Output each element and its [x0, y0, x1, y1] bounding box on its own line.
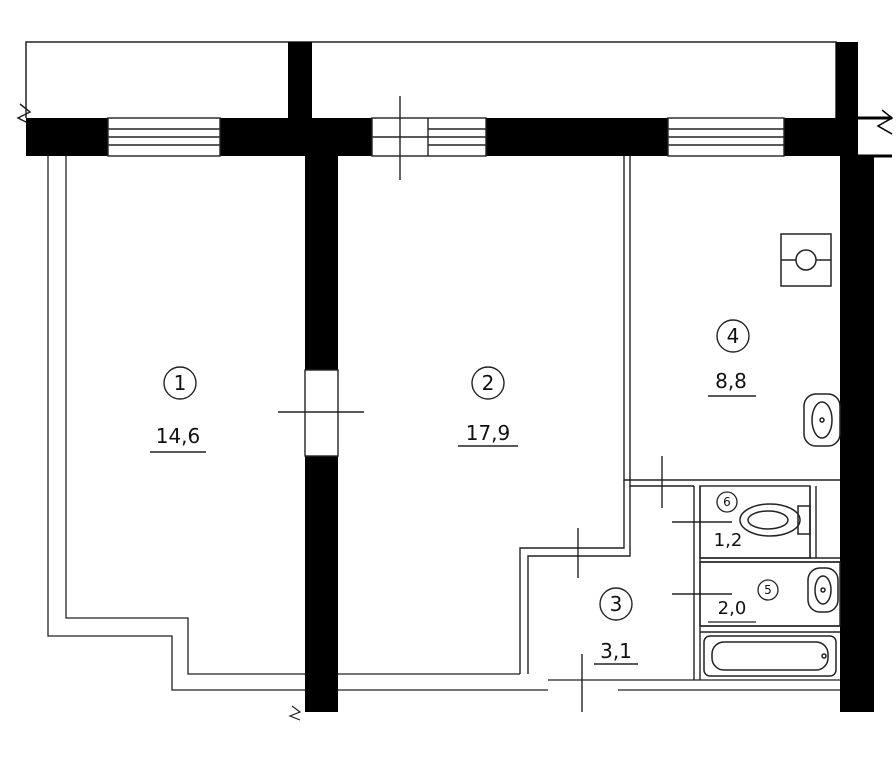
room-2: 2 17,9	[458, 366, 518, 447]
room-area: 8,8	[715, 369, 747, 393]
room-area: 2,0	[718, 598, 747, 619]
room-6: 6 1,2	[714, 491, 743, 551]
partition-wall	[278, 156, 364, 721]
room-area: 1,2	[714, 530, 743, 551]
washbasin-icon	[807, 567, 839, 613]
room-area: 17,9	[466, 421, 511, 445]
room-number: 1	[174, 371, 187, 395]
bathtub-icon	[703, 635, 837, 677]
room-area: 14,6	[156, 424, 201, 448]
room-3: 3 3,1	[594, 587, 638, 665]
room-number: 6	[723, 495, 731, 509]
room-number: 5	[764, 583, 772, 597]
room-5: 5 2,0	[708, 579, 779, 623]
right-wall	[840, 156, 874, 712]
room-4: 4 8,8	[708, 319, 756, 397]
outer-wall	[26, 42, 894, 158]
room-number: 2	[482, 371, 495, 395]
stove-icon	[780, 233, 832, 287]
room-area: 3,1	[600, 639, 632, 663]
window	[667, 117, 785, 157]
interior-partitions	[519, 156, 841, 712]
room-1: 1 14,6	[150, 366, 206, 453]
inner-outline	[47, 156, 840, 691]
window	[107, 117, 221, 157]
toilet-icon	[739, 503, 811, 537]
balcony	[16, 41, 837, 125]
room-number: 4	[727, 324, 740, 348]
room-number: 3	[610, 592, 623, 616]
kitchen-sink-icon	[803, 393, 841, 447]
window	[371, 96, 487, 180]
